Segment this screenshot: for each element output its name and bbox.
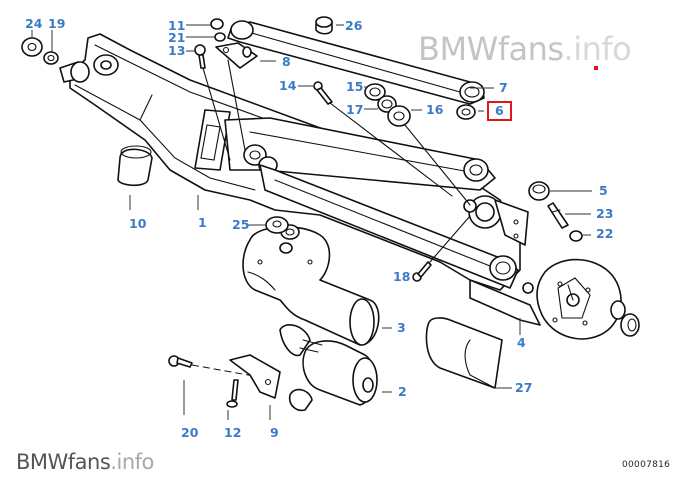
watermark-top: BMWfans.info — [418, 30, 632, 68]
callout-14[interactable]: 14 — [279, 78, 297, 93]
screw-part-20[interactable] — [168, 355, 193, 368]
washer-part-24[interactable] — [21, 37, 43, 57]
callout-1[interactable]: 1 — [198, 215, 207, 230]
callout-26[interactable]: 26 — [345, 18, 363, 33]
callout-3[interactable]: 3 — [397, 320, 406, 335]
wiper-motor-part-3[interactable] — [242, 224, 380, 346]
callout-8[interactable]: 8 — [282, 54, 291, 69]
nut-part-22[interactable] — [569, 230, 583, 242]
callout-17[interactable]: 17 — [346, 102, 364, 117]
bushing-part-15[interactable] — [364, 83, 386, 101]
callout-21[interactable]: 21 — [168, 30, 186, 45]
motor-housing-part-2[interactable] — [279, 324, 378, 412]
callout-6-highlighted[interactable]: 6 — [487, 101, 512, 121]
linkage-arm[interactable] — [224, 117, 496, 191]
watermark-bottom: BMWfans.info — [16, 450, 154, 474]
callout-22[interactable]: 22 — [596, 226, 614, 241]
callout-10[interactable]: 10 — [129, 216, 147, 231]
callout-15[interactable]: 15 — [346, 79, 364, 94]
nut-part-19[interactable] — [43, 51, 59, 65]
callout-9[interactable]: 9 — [270, 425, 279, 440]
callout-18[interactable]: 18 — [393, 269, 411, 284]
leader-lines — [31, 24, 592, 420]
watermark-red-dot — [594, 66, 598, 70]
callout-2[interactable]: 2 — [398, 384, 407, 399]
callout-7[interactable]: 7 — [499, 80, 508, 95]
callout-25[interactable]: 25 — [232, 217, 250, 232]
screw-part-12[interactable] — [226, 379, 239, 408]
cover-part-27[interactable] — [425, 317, 503, 389]
watermark-top-main: BMWfans — [418, 30, 564, 68]
screw-part-18[interactable] — [412, 215, 471, 282]
bushing-part-5[interactable] — [528, 181, 550, 201]
watermark-top-suffix: .info — [563, 30, 632, 68]
link-rod-part-7[interactable] — [227, 20, 485, 105]
watermark-bottom-main: BMWfans — [16, 450, 111, 474]
washer-part-6[interactable] — [456, 104, 476, 120]
watermark-bottom-suffix: .info — [110, 450, 154, 474]
callout-12[interactable]: 12 — [224, 425, 242, 440]
grommet-part-25[interactable] — [265, 216, 289, 234]
right-pivot-bearing[interactable] — [463, 195, 529, 246]
bushing-part-16[interactable] — [387, 105, 471, 206]
callout-11[interactable]: 11 — [168, 18, 186, 33]
washer-part-21[interactable] — [214, 32, 226, 42]
callout-4[interactable]: 4 — [517, 335, 526, 350]
callout-5[interactable]: 5 — [599, 183, 608, 198]
callout-23[interactable]: 23 — [596, 206, 614, 221]
nut-part-11[interactable] — [210, 18, 224, 30]
callout-16[interactable]: 16 — [426, 102, 444, 117]
gearbox-plate-part-4[interactable] — [469, 258, 640, 340]
screw-part-14[interactable] — [313, 81, 453, 197]
bracket-part-9[interactable] — [229, 354, 281, 399]
callout-20[interactable]: 20 — [181, 425, 199, 440]
diagram-reference-number: 00007816 — [622, 460, 671, 470]
callout-24[interactable]: 24 — [25, 16, 43, 31]
cap-part-10[interactable] — [117, 145, 153, 187]
cap-part-26[interactable] — [315, 16, 333, 35]
pin-part-23[interactable] — [547, 202, 569, 229]
crank-rod[interactable] — [259, 164, 519, 289]
callout-27[interactable]: 27 — [515, 380, 533, 395]
callout-13[interactable]: 13 — [168, 43, 186, 58]
screw-part-13[interactable] — [194, 44, 231, 161]
callout-19[interactable]: 19 — [48, 16, 66, 31]
bracket-part-8[interactable] — [215, 42, 258, 151]
